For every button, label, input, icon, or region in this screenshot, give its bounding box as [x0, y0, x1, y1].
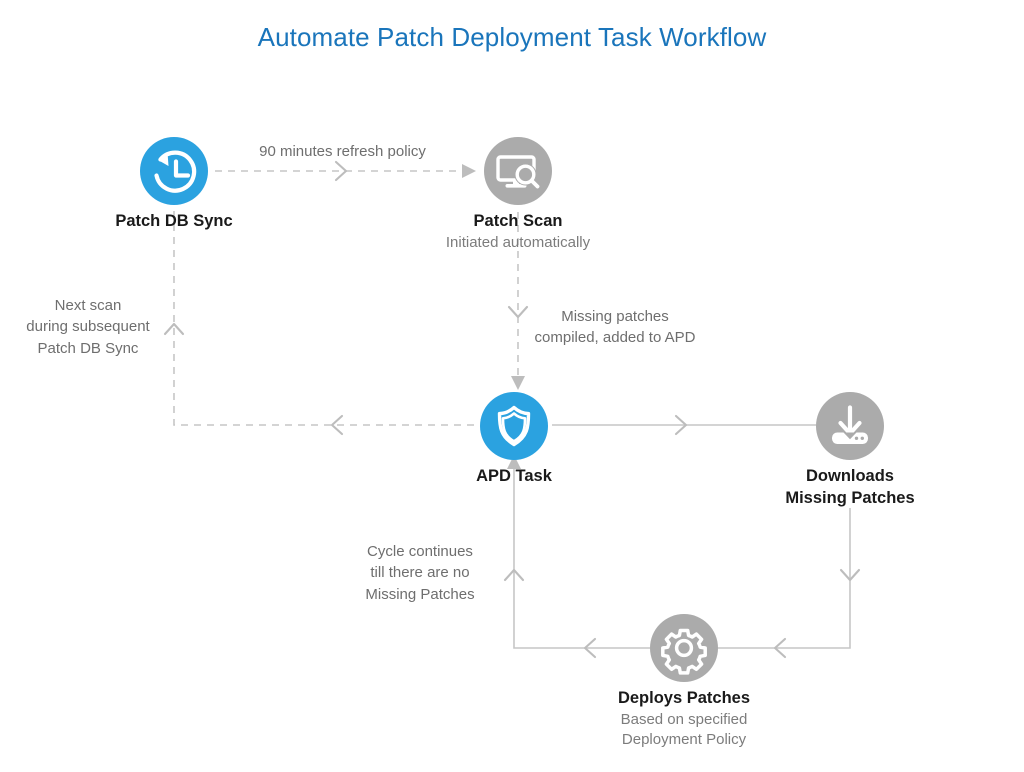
- node-label-group: Deploys Patches Based on specified Deplo…: [514, 688, 854, 750]
- caption-line-2: compiled, added to APD: [534, 329, 696, 347]
- node-sublabel: Initiated automatically: [445, 233, 591, 251]
- edge-deploys-to-apd: [503, 455, 650, 659]
- gear-icon: [650, 614, 718, 682]
- download-drive-icon: [816, 392, 884, 460]
- caption-line-3: Missing Patches: [365, 585, 475, 603]
- shield-icon: [480, 392, 548, 460]
- edge-caption-scan-to-apd: Missing patches compiled, added to APD: [520, 306, 710, 349]
- node-label-group: APD Task: [344, 466, 684, 488]
- node-sublabel-line-1: Based on specified: [620, 710, 748, 728]
- edge-downloads-to-deploys: [718, 508, 861, 659]
- node-label: APD Task: [476, 467, 552, 485]
- edge-sync-to-scan: [215, 160, 476, 182]
- node-sublabel-line-2: Deployment Policy: [621, 730, 747, 748]
- edge-scan-to-apd: [507, 212, 529, 390]
- edge-apd-to-sync: [163, 205, 474, 436]
- node-label: Patch Scan: [473, 212, 563, 230]
- node-label-group: Downloads Missing Patches: [680, 466, 1020, 510]
- edge-caption-sync-to-scan: 90 minutes refresh policy: [259, 143, 426, 160]
- edge-caption-apd-to-sync: Next scan during subsequent Patch DB Syn…: [8, 295, 168, 359]
- node-label-line-1: Downloads: [805, 467, 894, 485]
- page-title: Automate Patch Deployment Task Workflow: [257, 22, 767, 52]
- node-label-line-2: Missing Patches: [785, 488, 915, 507]
- caption-line-3: Patch DB Sync: [37, 339, 139, 357]
- caption-line-2: till there are no: [370, 564, 470, 582]
- node-label-group: Patch Scan Initiated automatically: [348, 211, 688, 253]
- edge-caption-deploys-to-apd: Cycle continues till there are no Missin…: [350, 541, 490, 605]
- node-label: Deploys Patches: [617, 689, 751, 707]
- edge-apd-to-downloads: [552, 414, 816, 436]
- caption-line-2: during subsequent: [26, 318, 150, 336]
- monitor-search-icon: [484, 137, 552, 205]
- node-label: Patch DB Sync: [115, 212, 233, 230]
- caption-line-1: Cycle continues: [367, 543, 473, 560]
- caption-line-1: Next scan: [54, 297, 122, 314]
- node-label-group: Patch DB Sync: [4, 211, 344, 233]
- caption-line-1: Missing patches: [561, 308, 669, 325]
- clock-history-icon: [140, 137, 208, 205]
